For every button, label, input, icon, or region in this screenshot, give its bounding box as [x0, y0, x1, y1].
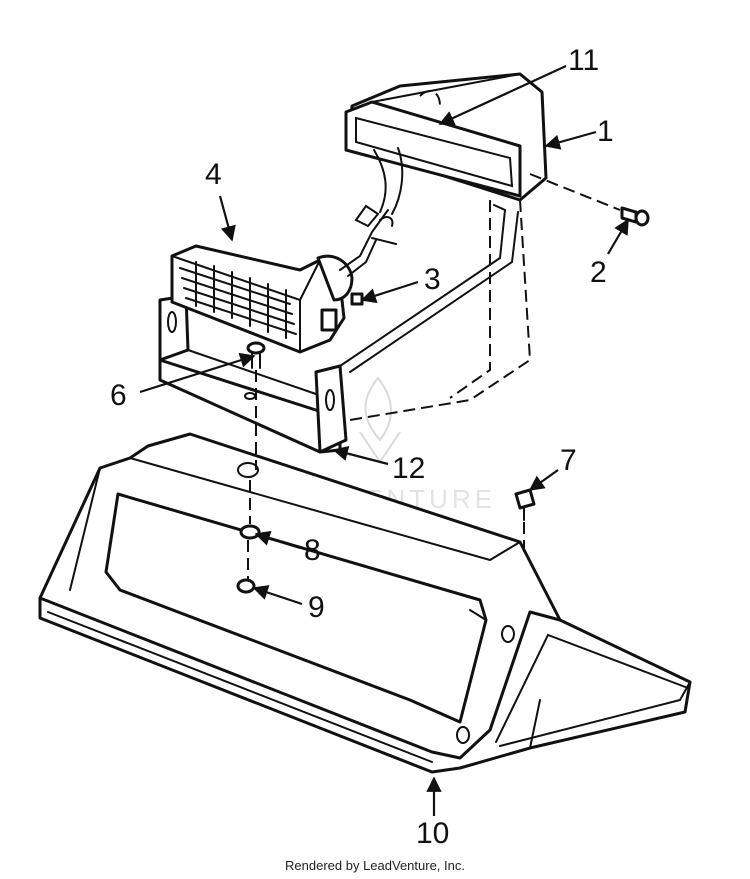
leader-lines — [139, 65, 629, 816]
callout-3: 3 — [424, 263, 441, 296]
callout-4: 4 — [205, 158, 222, 191]
part-12-bracket — [158, 204, 519, 454]
callout-7: 7 — [560, 444, 577, 477]
callout-8: 8 — [304, 534, 321, 567]
footer-credit: Rendered by LeadVenture, Inc. — [285, 858, 465, 873]
callout-11: 11 — [568, 44, 599, 77]
callout-1: 1 — [597, 115, 614, 148]
callout-9: 9 — [308, 591, 325, 624]
callout-12: 12 — [392, 452, 425, 485]
part-7-screw — [514, 488, 536, 552]
part-10-base-housing — [38, 432, 692, 774]
part-3-nut — [350, 292, 364, 306]
part-1-shroud — [344, 72, 548, 421]
part-8-washer — [239, 480, 261, 540]
callout-6: 6 — [110, 379, 127, 412]
part-2-screw — [529, 173, 650, 227]
callout-2: 2 — [590, 256, 607, 289]
callout-labels: 1 2 3 4 6 7 8 9 10 11 12 — [110, 44, 614, 850]
part-4-lamp — [170, 147, 404, 354]
callout-10: 10 — [416, 817, 449, 850]
